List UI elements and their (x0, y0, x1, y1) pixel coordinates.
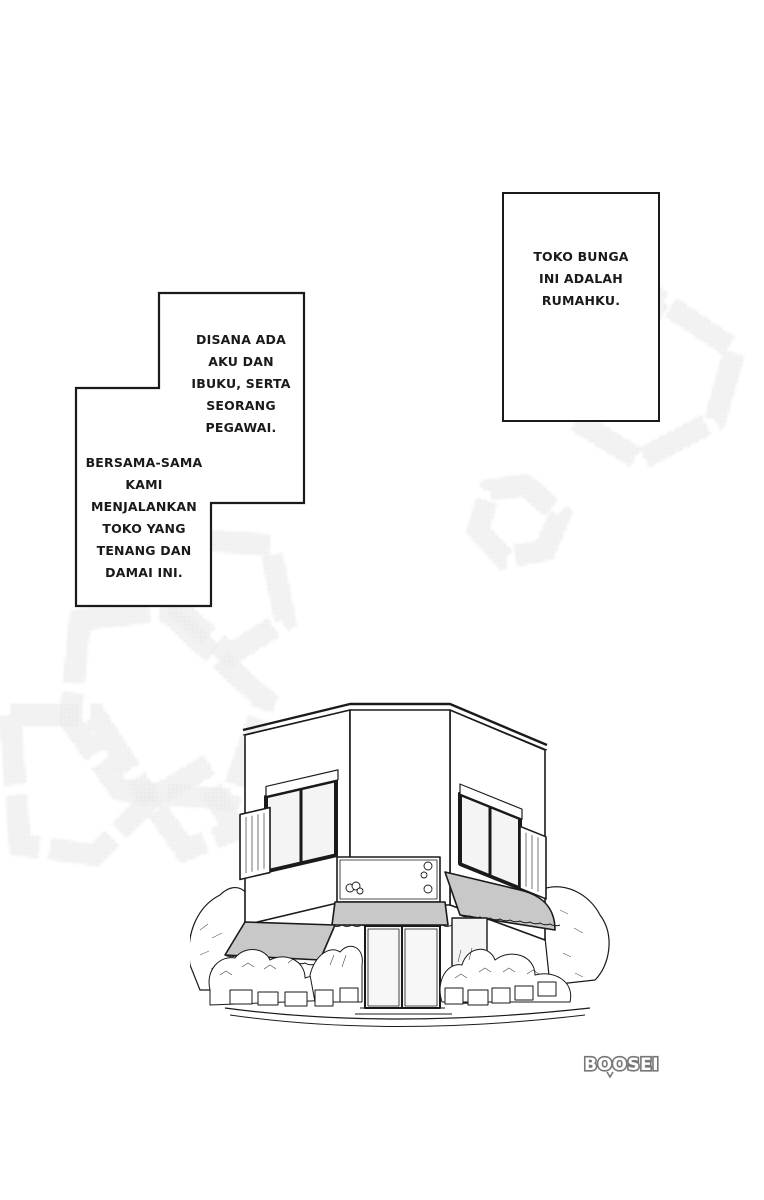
caption-text-lower: BERSAMA-SAMA KAMI MENJALANKAN TOKO YANG … (85, 455, 203, 580)
watermark-text: BOOSEI (584, 1055, 659, 1075)
caption-box-top-right: TOKO BUNGA INI ADALAH RUMAHKU. (502, 192, 660, 422)
caption-box-left-stepped (74, 291, 306, 608)
owl-beak-icon (606, 1071, 614, 1079)
caption-text: TOKO BUNGA INI ADALAH RUMAHKU. (533, 249, 629, 308)
boosei-watermark-logo: BOOSEI (582, 1053, 660, 1079)
flower-shop-illustration (190, 702, 610, 1027)
caption-text-upper: DISANA ADA AKU DAN IBUKU, SERTA SEORANG … (191, 332, 291, 435)
